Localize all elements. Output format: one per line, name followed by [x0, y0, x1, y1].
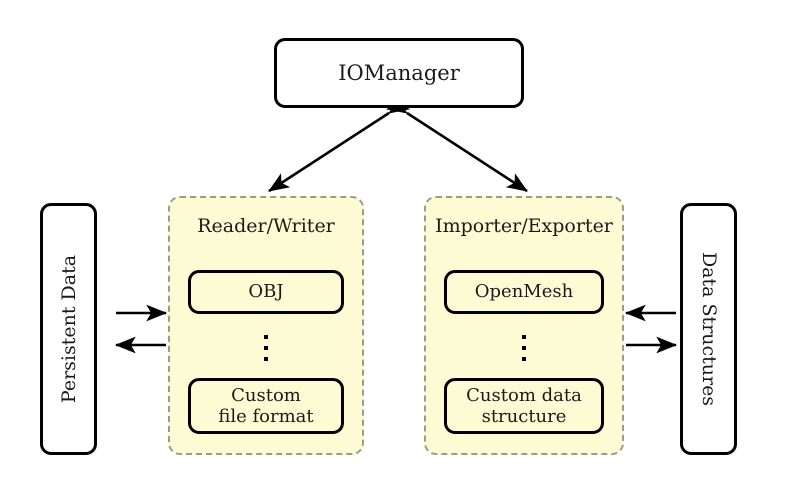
arrow-manager-reader-writer	[268, 95, 411, 193]
reader-writer-vertical-ellipsis-icon	[170, 328, 362, 368]
io-manager-label: IOManager	[338, 61, 460, 85]
importer-exporter-item-custom-line1: Custom data	[466, 384, 582, 406]
importer-exporter-item-openmesh-label: OpenMesh	[474, 281, 574, 303]
reader-writer-item-custom-file-format[interactable]: Custom file format	[188, 378, 344, 434]
panel-importer-exporter-title: Importer/Exporter	[435, 215, 613, 237]
importer-exporter-item-custom-data-structure[interactable]: Custom data structure	[444, 378, 604, 434]
panel-reader-writer-title: Reader/Writer	[197, 215, 335, 237]
reader-writer-item-obj-label: OBJ	[248, 281, 284, 303]
importer-exporter-item-custom-line2: structure	[481, 406, 567, 427]
importer-exporter-item-openmesh[interactable]: OpenMesh	[444, 270, 604, 314]
io-manager-node[interactable]: IOManager	[274, 38, 524, 108]
arrow-manager-importer-exporter	[385, 95, 528, 193]
reader-writer-item-custom-line2: file format	[218, 406, 314, 427]
data-structures-node[interactable]: Data Structures	[680, 203, 737, 455]
reader-writer-item-obj[interactable]: OBJ	[188, 270, 344, 314]
panel-reader-writer[interactable]: Reader/Writer OBJ Custom file format	[168, 196, 364, 455]
panel-importer-exporter[interactable]: Importer/Exporter OpenMesh Custom data s…	[424, 196, 624, 455]
data-structures-label: Data Structures	[697, 251, 720, 407]
persistent-data-label: Persistent Data	[57, 254, 80, 404]
reader-writer-item-custom-line1: Custom	[231, 384, 301, 406]
importer-exporter-vertical-ellipsis-icon	[426, 328, 622, 368]
persistent-data-node[interactable]: Persistent Data	[40, 203, 97, 455]
